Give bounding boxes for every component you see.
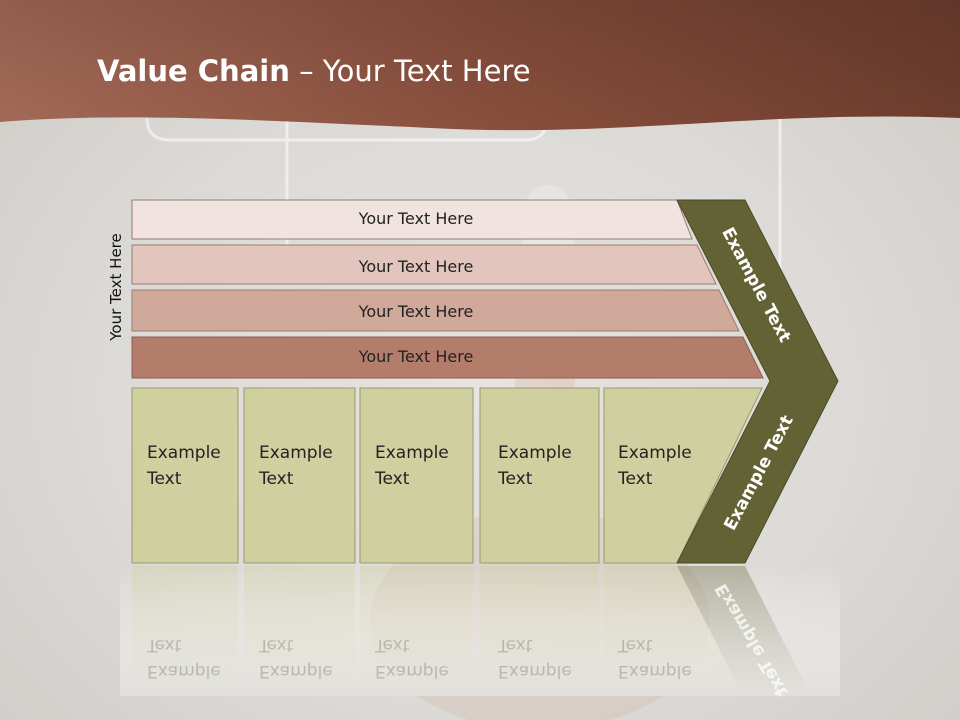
column-1-line2: Text: [147, 469, 182, 489]
column-3-line2: Text: [375, 469, 410, 489]
band-1: [131, 199, 693, 240]
band-2-label: Your Text Here: [358, 257, 474, 276]
band-2: [131, 244, 717, 285]
band-4: [131, 336, 764, 379]
column-1-line1: Example: [147, 443, 221, 463]
column-4-line1: Example: [498, 443, 572, 463]
chevron-arrow: [676, 199, 839, 564]
column-2-line2: Text: [259, 469, 294, 489]
column-3: [359, 387, 474, 564]
column-5-line2: Text: [618, 469, 653, 489]
page-title: Value Chain – Your Text Here: [97, 54, 531, 88]
band-4-label: Your Text Here: [358, 347, 474, 366]
band-1-label: Your Text Here: [358, 209, 474, 228]
side-label: Your Text Here: [107, 233, 125, 341]
header-band: [0, 0, 960, 131]
column-5-line1: Example: [618, 443, 692, 463]
column-1: [131, 387, 239, 564]
title-rest: – Your Text Here: [289, 54, 531, 88]
column-4-line2: Text: [498, 469, 533, 489]
band-3-label: Your Text Here: [358, 302, 474, 321]
band-3: [131, 289, 740, 332]
column-2: [243, 387, 356, 564]
column-2-line1: Example: [259, 443, 333, 463]
column-4: [479, 387, 600, 564]
title-bold: Value Chain: [97, 54, 290, 88]
column-3-line1: Example: [375, 443, 449, 463]
